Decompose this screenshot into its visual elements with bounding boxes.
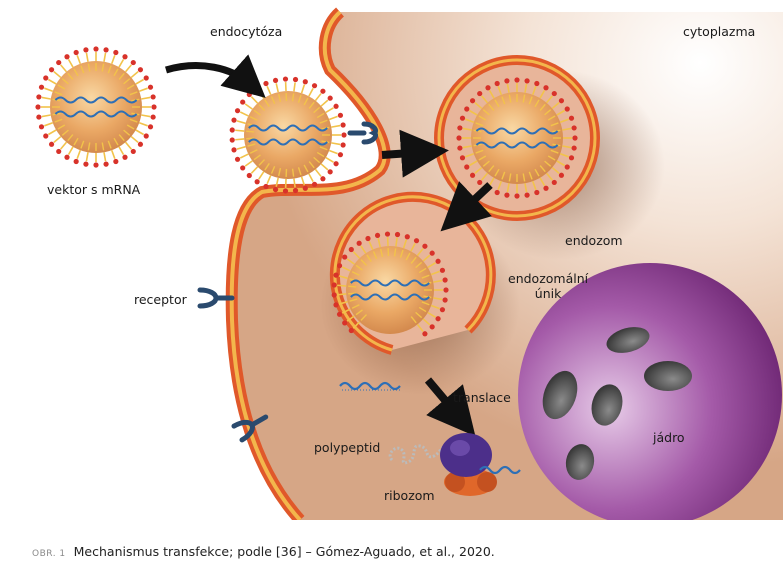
endocytosis-label: endocytóza <box>210 24 283 39</box>
nucleus-icon <box>518 263 782 520</box>
arrow-icon <box>424 377 476 437</box>
endosome-escape <box>329 191 496 355</box>
arrow-icon <box>440 181 493 232</box>
caption-tag: OBR. 1 <box>32 549 66 559</box>
receptor-icon <box>231 414 269 443</box>
ribosome-label: ribozom <box>384 488 435 503</box>
mrna-icon <box>339 381 401 391</box>
arrow-icon <box>165 54 266 98</box>
receptor-label: receptor <box>134 292 187 307</box>
receptor-icon <box>347 121 378 145</box>
polypeptide-label: polypeptid <box>314 440 381 455</box>
vector-particle-outside <box>35 46 157 168</box>
endosomal-escape-label: endozomální únik <box>508 271 589 301</box>
nucleus-label: jádro <box>653 430 685 445</box>
vector-particle-endocytosis <box>229 76 347 194</box>
ribosome-icon <box>440 433 521 496</box>
figure-caption: OBR. 1 Mechanismus transfekce; podle [36]… <box>32 544 495 559</box>
vector-label: vektor s mRNA <box>47 182 141 197</box>
caption-text: Mechanismus transfekce; podle [36] – Góm… <box>73 544 495 559</box>
arrow-icon <box>381 129 449 178</box>
receptor-icon <box>197 287 235 309</box>
translation-label: translace <box>453 390 511 405</box>
endosome-with-vector <box>434 55 600 221</box>
endosome-label: endozom <box>565 233 623 248</box>
cytoplasm-label: cytoplazma <box>683 24 756 39</box>
transfection-diagram <box>35 7 783 520</box>
